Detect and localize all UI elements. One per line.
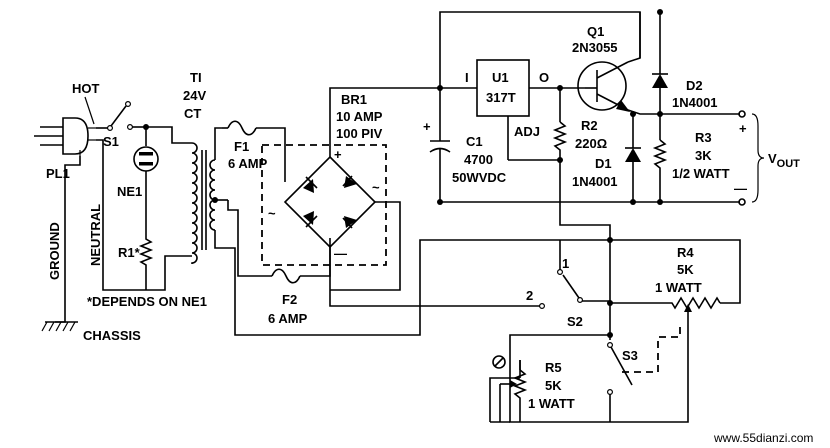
- label-s1: S1: [103, 134, 119, 149]
- label-t1-ct: CT: [184, 106, 201, 121]
- label-r2-val: 220Ω: [575, 136, 607, 151]
- label-br1-piv: 100 PIV: [336, 126, 383, 141]
- diode-d2: [652, 12, 668, 114]
- label-br1: BR1: [341, 92, 367, 107]
- label-f1-val: 6 AMP: [228, 156, 268, 171]
- label-br1-plus: +: [334, 147, 342, 162]
- label-vout-sub: OUT: [777, 158, 801, 170]
- diode-d1: [625, 114, 641, 202]
- fuse-f1: [222, 120, 286, 182]
- output-terminals: [738, 110, 765, 206]
- label-s2-pos2: 2: [526, 288, 533, 303]
- label-q1: Q1: [587, 24, 604, 39]
- fuse-f2: [271, 238, 331, 284]
- label-br1-ac-right: ~: [372, 180, 380, 195]
- label-s2-pos1: 1: [562, 256, 569, 271]
- label-s2: S2: [567, 314, 583, 329]
- neon-lamp-ne1: [133, 146, 159, 236]
- label-ne1: NE1: [117, 184, 142, 199]
- label-r5: R5: [545, 360, 562, 375]
- label-pl1: PL1: [46, 166, 70, 181]
- label-d2: D2: [686, 78, 703, 93]
- label-r1: R1*: [118, 245, 141, 260]
- label-ground: GROUND: [47, 222, 62, 280]
- resistor-r1: [138, 236, 154, 290]
- label-vout-v: V: [768, 151, 777, 166]
- label-c1-val: 4700: [464, 152, 493, 167]
- resistor-r2: [552, 121, 568, 160]
- label-br1-minus: —: [334, 246, 347, 261]
- label-r3-val: 3K: [695, 148, 712, 163]
- label-d2-part: 1N4001: [672, 95, 718, 110]
- plug-pl1: [34, 117, 96, 156]
- switch-s1: [96, 100, 146, 131]
- label-vout-plus: +: [739, 121, 747, 136]
- ground-wiring: [41, 156, 81, 332]
- label-depends: *DEPENDS ON NE1: [87, 294, 207, 309]
- label-u1-in: I: [465, 70, 469, 85]
- neutral-wire: [96, 139, 192, 291]
- label-br1-ac-left: ~: [268, 206, 276, 221]
- label-c1: C1: [466, 134, 483, 149]
- label-t1-volt: 24V: [183, 88, 206, 103]
- watermark: www.55dianzi.com: [713, 431, 813, 445]
- label-u1: U1: [492, 70, 509, 85]
- label-hot: HOT: [72, 81, 100, 96]
- label-d1: D1: [595, 156, 612, 171]
- resistor-r3: [652, 139, 668, 202]
- switch-s3: [606, 322, 681, 422]
- label-u1-out: O: [539, 70, 549, 85]
- bridge-enclosure: [261, 144, 387, 266]
- label-neutral: NEUTRAL: [88, 204, 103, 266]
- label-f2-val: 6 AMP: [268, 311, 308, 326]
- junction-dots: [143, 9, 663, 338]
- resistor-r5: [489, 360, 528, 423]
- transformer-t1: [191, 127, 612, 336]
- capacitor-c1: [429, 88, 451, 202]
- resistor-r4: [610, 296, 721, 310]
- label-r4-watt: 1 WATT: [655, 280, 702, 295]
- screwdriver-adjust-icon: [492, 355, 506, 369]
- label-d1-part: 1N4001: [572, 174, 618, 189]
- label-r5-watt: 1 WATT: [528, 396, 575, 411]
- label-r3-watt: 1/2 WATT: [672, 166, 730, 181]
- label-f1: F1: [234, 139, 249, 154]
- label-r2: R2: [581, 118, 598, 133]
- label-c1-plus: +: [423, 119, 431, 134]
- label-r4-val: 5K: [677, 262, 694, 277]
- switch-s2: [538, 269, 610, 310]
- label-q1-part: 2N3055: [572, 40, 618, 55]
- label-br1-amp: 10 AMP: [336, 109, 383, 124]
- label-vout-minus: —: [734, 181, 747, 196]
- label-f2: F2: [282, 292, 297, 307]
- label-c1-volt: 50WVDC: [452, 170, 507, 185]
- label-vout: VOUT: [768, 151, 800, 170]
- label-u1-part: 317T: [486, 90, 516, 105]
- label-chassis: CHASSIS: [83, 328, 141, 343]
- label-r5-val: 5K: [545, 378, 562, 393]
- label-s3: S3: [622, 348, 638, 363]
- label-u1-adj: ADJ: [514, 124, 540, 139]
- watermark-box: [712, 426, 830, 448]
- label-r4: R4: [677, 245, 694, 260]
- label-t1: TI: [190, 70, 202, 85]
- label-r3: R3: [695, 130, 712, 145]
